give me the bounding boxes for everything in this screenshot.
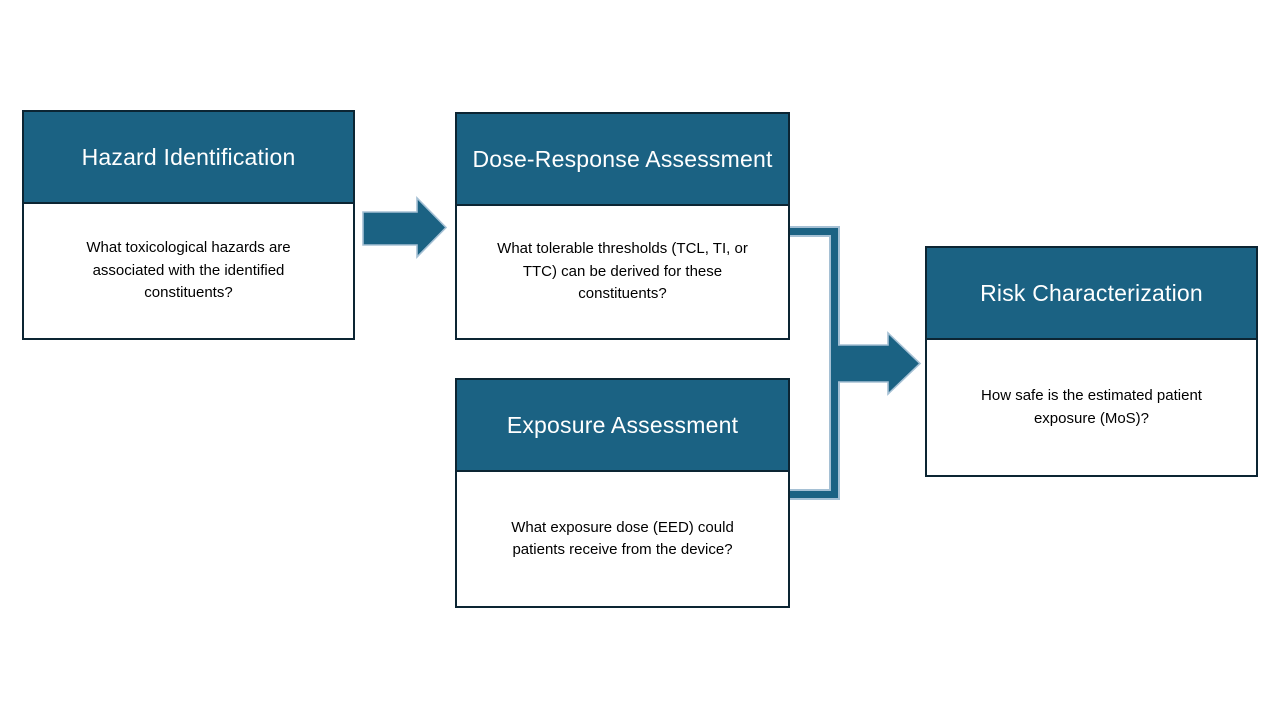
box-body-exposure-assessment: What exposure dose (EED) could patients … [511,518,734,559]
merge-bracket-connector [790,228,838,498]
box-dose-response-assessment: Dose-Response Assessment What tolerable … [455,112,790,340]
box-title-exposure-assessment: Exposure Assessment [457,380,788,472]
box-body-risk-characterization: How safe is the estimated patient exposu… [981,387,1202,427]
merge-bracket-connector-outline [790,226,840,500]
arrow-right-icon [362,196,448,259]
box-exposure-assessment: Exposure Assessment What exposure dose (… [455,378,790,608]
box-body-dose-response-assessment: What tolerable thresholds (TCL, TI, or T… [497,240,748,303]
box-title-risk-characterization: Risk Characterization [927,248,1256,340]
arrow-right-icon [834,331,922,396]
box-title-hazard-identification: Hazard Identification [24,112,353,204]
box-risk-characterization: Risk Characterization How safe is the es… [925,246,1258,477]
box-body-hazard-identification: What toxicological hazards are associate… [86,239,291,302]
box-title-dose-response-assessment: Dose-Response Assessment [457,114,788,206]
box-hazard-identification: Hazard Identification What toxicological… [22,110,355,340]
